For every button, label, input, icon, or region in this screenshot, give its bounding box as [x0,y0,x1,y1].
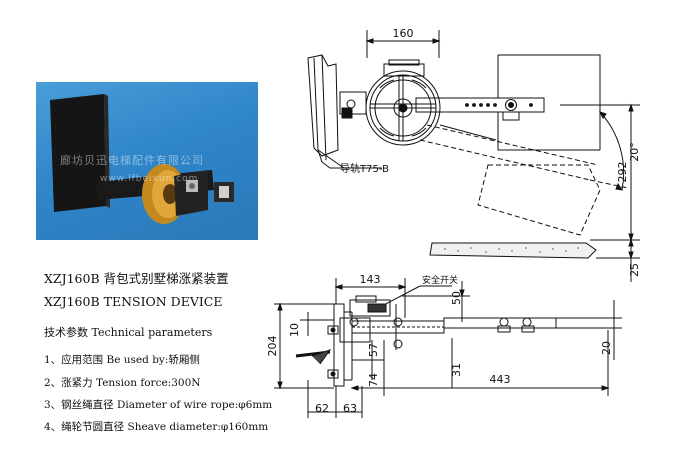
dim-label: 204 [266,336,279,357]
product-title: XZJ160B 背包式别墅梯涨紧装置 [44,271,229,286]
dim-label: 160 [393,27,414,40]
back-plate [498,54,601,150]
safety-switch-label: 安全开关 [422,274,458,286]
dim-20 [556,300,622,360]
floor [429,242,597,259]
watermark-company: 廊坊贝迅电梯配件有限公司 [60,154,204,167]
dim-143 [334,278,407,318]
dim-62-63 [307,380,363,418]
dim-label: 443 [490,373,511,386]
dim-label: 57 [367,343,380,357]
dim-443 [350,330,610,396]
dim-25 [596,238,640,282]
dim-204 [274,302,334,390]
dim-50 [402,281,470,322]
rail-label: 导轨T75-B [340,162,389,175]
watermark-url: www.lfbeixun.com [100,174,199,184]
spec-item: 3、钢丝绳直径 Diameter of wire rope:φ6mm [44,399,273,411]
product-photo: 廊坊贝迅电梯配件有限公司 www.lfbeixun.com [36,82,258,240]
mount-plate [333,303,345,387]
dim-label: 292 [616,162,629,183]
angle-arc [599,111,625,191]
dim-label: 20 [600,341,613,355]
dim-label: 62 [315,402,329,415]
guide-rail [307,54,344,169]
spec-item: 1、应用范围 Be used by:轿厢侧 [44,354,200,366]
dim-label: 31 [450,363,463,377]
params-heading: 技术参数 Technical parameters [44,326,213,339]
spec-item: 4、绳轮节圆直径 Sheave diameter:φ160mm [44,421,269,433]
left-bracket [339,91,367,115]
dim-label: 25 [628,263,641,277]
dim-label: 10 [288,323,301,337]
tension-device-photo [50,94,234,224]
counter-arm [443,317,557,329]
dim-label: 74 [367,373,380,387]
spec-item: 2、涨紧力 Tension force:300N [44,377,201,389]
sheave [365,70,441,146]
tension-arm [415,97,545,113]
sheave-housing [349,299,391,317]
dim-160 [365,30,441,58]
product-subtitle: XZJ160B TENSION DEVICE [44,294,223,309]
angle-label: 20° [628,142,641,162]
swung-position [419,124,629,236]
dim-label: 63 [343,402,357,415]
dim-label: 50 [450,291,463,305]
dim-292 [560,103,640,242]
dim-label: 143 [360,273,381,286]
